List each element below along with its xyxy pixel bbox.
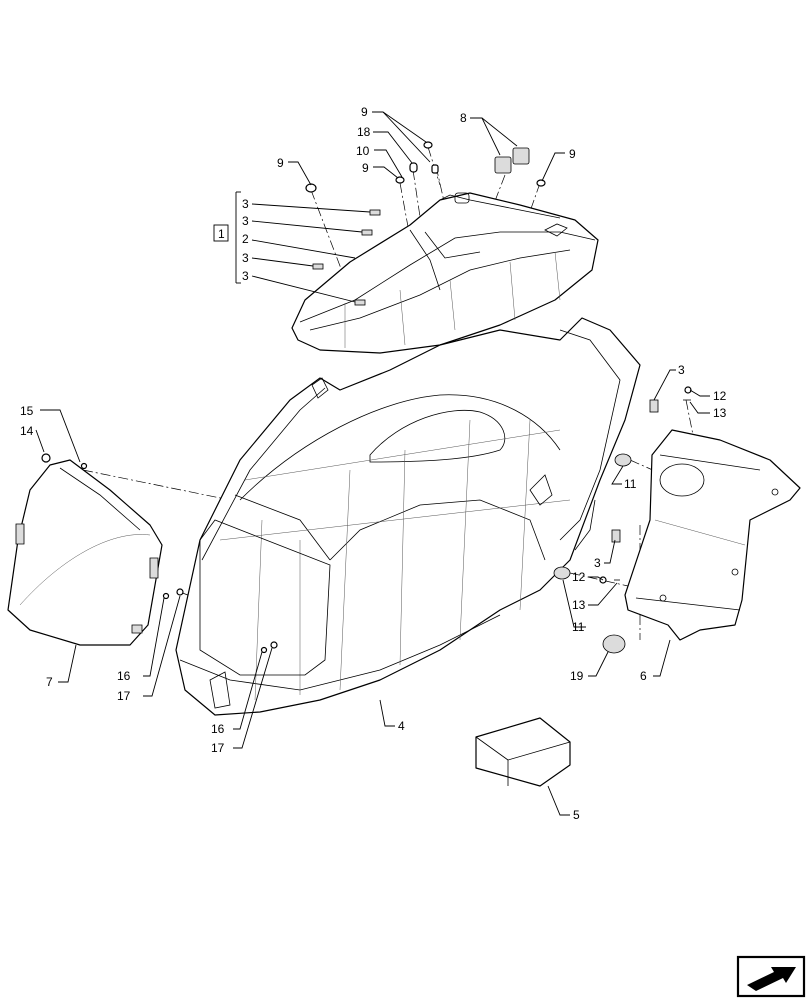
callout-9: 9 [569,147,576,161]
right-panel [624,429,801,641]
callout-11: 11 [572,620,585,634]
callout-12: 12 [713,389,727,403]
callout-10: 10 [356,144,370,158]
callout-18: 18 [357,125,371,139]
callout-3: 3 [242,214,249,228]
callout-15: 15 [20,404,34,418]
callout-14: 14 [20,424,34,438]
arrow-box-icon[interactable] [736,955,806,998]
callout-17: 17 [117,689,131,703]
callout-3: 3 [242,269,249,283]
callout-11: 11 [624,477,637,491]
callout-3: 3 [678,363,685,377]
left-cover [7,459,163,646]
callout-labels: 9 18 10 9 9 8 9 3 3 2 3 3 1 15 14 7 16 1… [20,105,727,822]
callout-17: 17 [211,741,225,755]
small-parts [41,141,692,787]
callout-13: 13 [713,406,727,420]
callout-3: 3 [242,197,249,211]
callout-7: 7 [46,675,53,689]
upper-console [291,192,599,354]
callout-9: 9 [277,156,284,170]
callout-16: 16 [211,722,225,736]
callout-2: 2 [242,232,249,246]
callout-1: 1 [218,227,225,241]
callout-3: 3 [242,251,249,265]
callout-12: 12 [572,570,586,584]
callout-16: 16 [117,669,131,683]
callout-8: 8 [460,111,467,125]
callout-9: 9 [362,161,369,175]
callout-9: 9 [361,105,368,119]
callout-3: 3 [594,556,601,570]
callout-1-box [213,224,229,242]
callout-19: 19 [570,669,584,683]
callout-4: 4 [398,719,405,733]
leader-lines [35,111,710,816]
callout-5: 5 [573,808,580,822]
callout-6: 6 [640,669,647,683]
main-fender-body [175,317,641,716]
callout-13: 13 [572,598,586,612]
